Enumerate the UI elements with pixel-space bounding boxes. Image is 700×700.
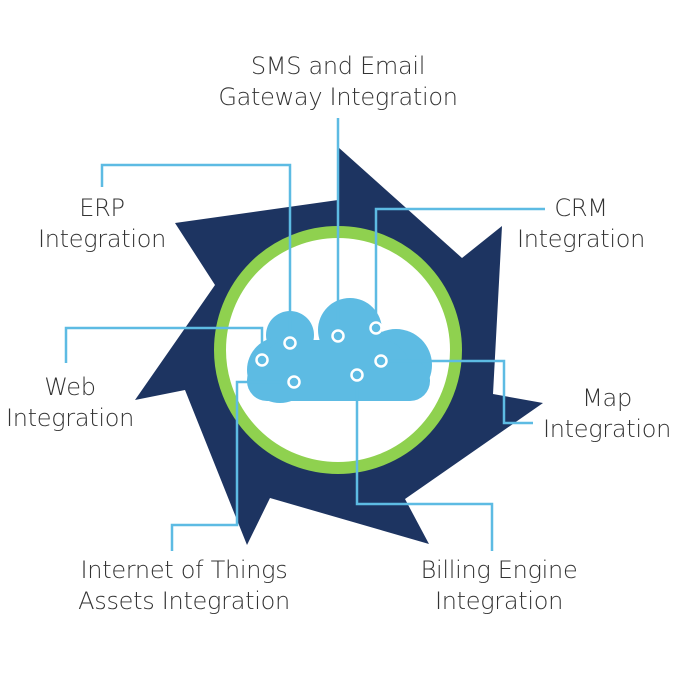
- node-erp: [283, 336, 297, 350]
- label-line: Map: [582, 384, 632, 412]
- label-line: Integration: [434, 587, 564, 615]
- label-line: Internet of Things: [80, 556, 288, 584]
- label-line: SMS and Email: [250, 52, 426, 80]
- label-line: Integration: [5, 404, 135, 432]
- node-billing: [350, 368, 364, 382]
- node-sms-email: [331, 329, 345, 343]
- label-crm: CRM Integration: [481, 193, 681, 255]
- label-line: Billing Engine: [420, 556, 578, 584]
- connector-web: [64, 326, 264, 363]
- connector-crm: [374, 207, 545, 324]
- label-line: CRM: [554, 194, 608, 222]
- label-erp: ERP Integration: [2, 193, 202, 255]
- connector-lines: [64, 118, 545, 551]
- node-map: [374, 354, 388, 368]
- connector-billing: [355, 375, 494, 551]
- node-web: [255, 353, 269, 367]
- label-sms-email: SMS and Email Gateway Integration: [188, 51, 488, 113]
- connector-map: [382, 359, 533, 425]
- label-line: Integration: [542, 415, 672, 443]
- node-crm: [369, 321, 383, 335]
- label-line: Integration: [516, 225, 646, 253]
- label-line: Web: [44, 373, 96, 401]
- label-map: Map Integration: [507, 383, 700, 445]
- label-line: Assets Integration: [78, 587, 290, 615]
- connector-nodes: [255, 321, 388, 389]
- connector-iot: [170, 380, 293, 551]
- node-iot: [287, 375, 301, 389]
- label-line: ERP: [79, 194, 125, 222]
- label-web: Web Integration: [0, 372, 170, 434]
- label-line: Integration: [37, 225, 167, 253]
- connector-erp: [100, 163, 292, 338]
- label-billing: Billing Engine Integration: [349, 555, 649, 617]
- label-line: Gateway Integration: [218, 83, 458, 111]
- label-iot: Internet of Things Assets Integration: [34, 555, 334, 617]
